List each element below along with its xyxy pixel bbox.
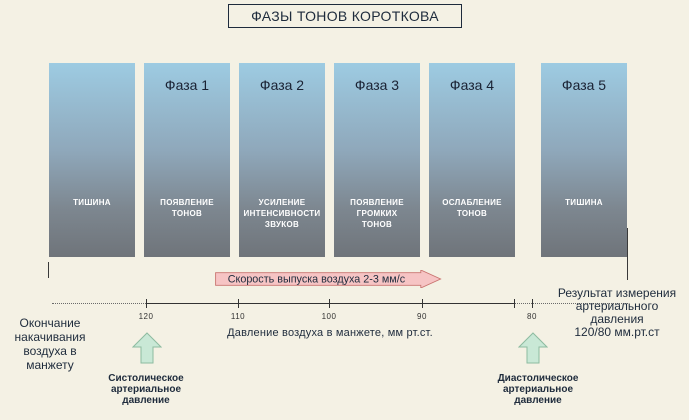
axis-tick bbox=[238, 299, 239, 308]
phase-label: Фаза 2 bbox=[259, 77, 305, 93]
phase-description: ТИШИНА bbox=[73, 198, 111, 207]
systolic-arrow-icon bbox=[132, 332, 162, 364]
left-marker-line bbox=[48, 262, 49, 278]
axis-tick bbox=[532, 299, 533, 308]
measurement-result-label: Результат измерения артериального давлен… bbox=[557, 286, 677, 339]
phase-column-3: Фаза 3 ПОЯВЛЕНИЕ ГРОМКИХ ТОНОВ bbox=[334, 63, 420, 257]
phase-column-4: Фаза 4 ОСЛАБЛЕНИЕ ТОНОВ bbox=[429, 63, 515, 257]
phase-description: ПОЯВЛЕНИЕ ТОНОВ bbox=[160, 198, 214, 218]
phase-column-1: Фаза 1 ПОЯВЛЕНИЕ ТОНОВ bbox=[144, 63, 230, 257]
phase-label: Фаза 4 bbox=[449, 77, 495, 93]
phase-description: ПОЯВЛЕНИЕ ГРОМКИХ ТОНОВ bbox=[350, 198, 404, 229]
axis-tick bbox=[514, 299, 515, 308]
phase-description: ОСЛАБЛЕНИЕ ТОНОВ bbox=[442, 198, 502, 218]
pressure-axis bbox=[146, 303, 514, 304]
axis-tick-label: 100 bbox=[321, 312, 337, 321]
axis-tick bbox=[146, 299, 147, 308]
speed-label: Скорость выпуска воздуха 2-3 мм/с bbox=[228, 274, 406, 286]
phase-column-silence-start: ТИШИНА bbox=[49, 63, 135, 257]
phase-column-2: Фаза 2 УСИЛЕНИЕ ИНТЕНСИВНОСТИ ЗВУКОВ bbox=[239, 63, 325, 257]
phase-column-5: Фаза 5 ТИШИНА bbox=[541, 63, 627, 257]
diastolic-label: Диастолическое артериальное давление bbox=[497, 373, 579, 406]
axis-tick bbox=[329, 299, 330, 308]
diagram-title: ФАЗЫ ТОНОВ КОРОТКОВА bbox=[228, 4, 462, 28]
axis-tick bbox=[422, 299, 423, 308]
inflation-end-label: Окончание накачивания воздуха в манжету bbox=[14, 316, 86, 372]
axis-tick-label: 120 bbox=[138, 312, 154, 321]
axis-tick-label: 80 bbox=[527, 312, 537, 321]
axis-tick-label: 110 bbox=[230, 312, 246, 321]
systolic-label: Систолическое артериальное давление bbox=[108, 373, 184, 406]
axis-tick-label: 90 bbox=[417, 312, 427, 321]
diastolic-arrow-icon bbox=[518, 332, 548, 364]
phase-description: УСИЛЕНИЕ ИНТЕНСИВНОСТИ ЗВУКОВ bbox=[243, 198, 321, 229]
speed-arrow-shape bbox=[215, 270, 442, 288]
phase-description: ТИШИНА bbox=[565, 198, 603, 207]
axis-title: Давление воздуха в манжете, мм рт.ст. bbox=[227, 327, 433, 339]
phase-label: Фаза 5 bbox=[561, 77, 607, 93]
phase-label: Фаза 3 bbox=[354, 77, 400, 93]
phase-label: Фаза 1 bbox=[164, 77, 210, 93]
right-marker-line bbox=[627, 228, 628, 280]
speed-arrow: Скорость выпуска воздуха 2-3 мм/с bbox=[215, 270, 442, 288]
